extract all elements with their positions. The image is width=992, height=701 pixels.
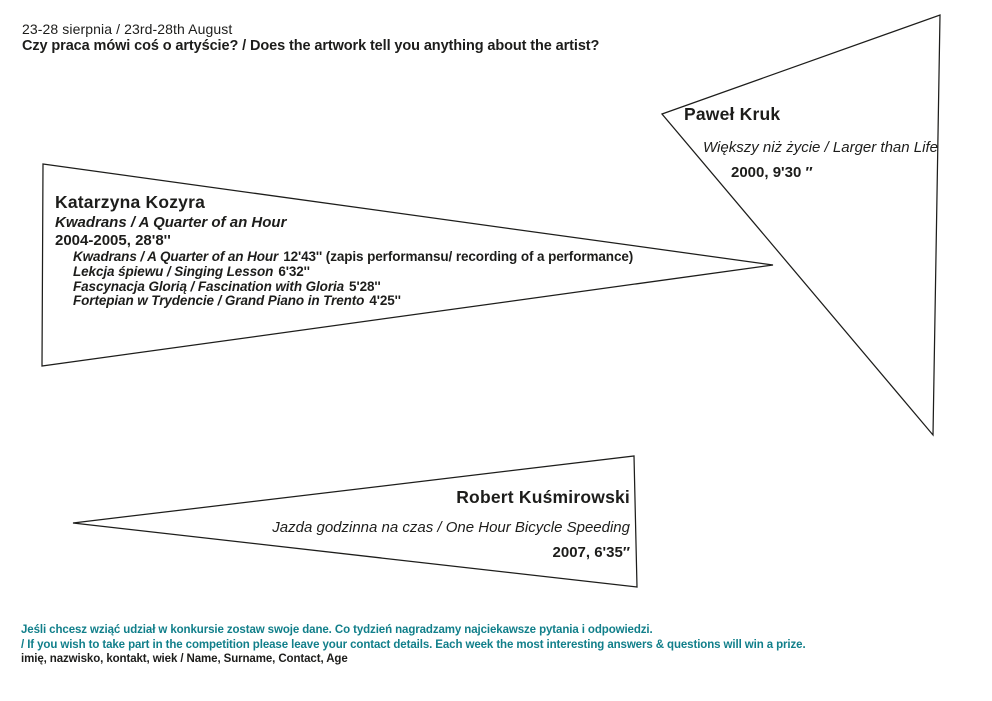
kozyra-triangle	[41, 163, 774, 367]
work-title-kusmirowski: Jazda godzinna na czas / One Hour Bicycl…	[272, 519, 630, 536]
work-part: Fortepian w Trydencie / Grand Piano in T…	[73, 293, 633, 309]
kruk-triangle	[660, 14, 941, 437]
work-part-title: Lekcja śpiewu / Singing Lesson	[73, 263, 274, 279]
work-part-details: 6'32''	[278, 263, 310, 279]
event-dates: 23-28 sierpnia / 23rd-28th August	[22, 21, 233, 37]
poster-header: 23-28 sierpnia / 23rd-28th August Czy pr…	[22, 21, 599, 54]
work-parts-list: Kwadrans / A Quarter of an Hour 12'43'' (…	[73, 249, 634, 309]
work-part-details: 4'25''	[369, 293, 401, 309]
competition-note-pl: Jeśli chcesz wziąć udział w konkursie zo…	[21, 624, 653, 636]
competition-note-en: / If you wish to take part in the compet…	[21, 638, 806, 651]
event-question: Czy praca mówi coś o artyście? / Does th…	[22, 37, 600, 54]
contact-fields-line: imię, nazwisko, kontakt, wiek / Name, Su…	[21, 653, 348, 665]
kusmirowski-triangle	[72, 455, 638, 588]
work-date: 2004-2005, 28'8''	[55, 232, 171, 249]
work-part: Kwadrans / A Quarter of an Hour 12'43'' (…	[73, 249, 634, 265]
artist-name-kruk: Paweł Kruk	[684, 104, 781, 124]
artist-block-kozyra: Katarzyna Kozyra Kwadrans / A Quarter of…	[55, 190, 633, 309]
work-part-title: Fascynacja Glorią / Fascination with Glo…	[73, 278, 345, 294]
artist-name: Katarzyna Kozyra	[55, 192, 206, 212]
work-date-kusmirowski: 2007, 6'35″	[552, 544, 630, 561]
work-part-title: Fortepian w Trydencie / Grand Piano in T…	[73, 293, 365, 309]
competition-footer: Jeśli chcesz wziąć udział w konkursie zo…	[21, 623, 806, 667]
work-title-kruk: Większy niż życie / Larger than Life	[703, 139, 938, 156]
work-part-details: 12'43'' (zapis performansu/ recording of…	[283, 249, 634, 264]
work-part: Fascynacja Glorią / Fascination with Glo…	[73, 278, 633, 295]
work-date-kruk: 2000, 9'30 ″	[731, 164, 813, 181]
work-part-title: Kwadrans / A Quarter of an Hour	[73, 249, 279, 264]
work-part-details: 5'28''	[349, 278, 381, 294]
work-title: Kwadrans / A Quarter of an Hour	[55, 214, 287, 231]
artist-name-kusmirowski: Robert Kuśmirowski	[456, 487, 630, 507]
